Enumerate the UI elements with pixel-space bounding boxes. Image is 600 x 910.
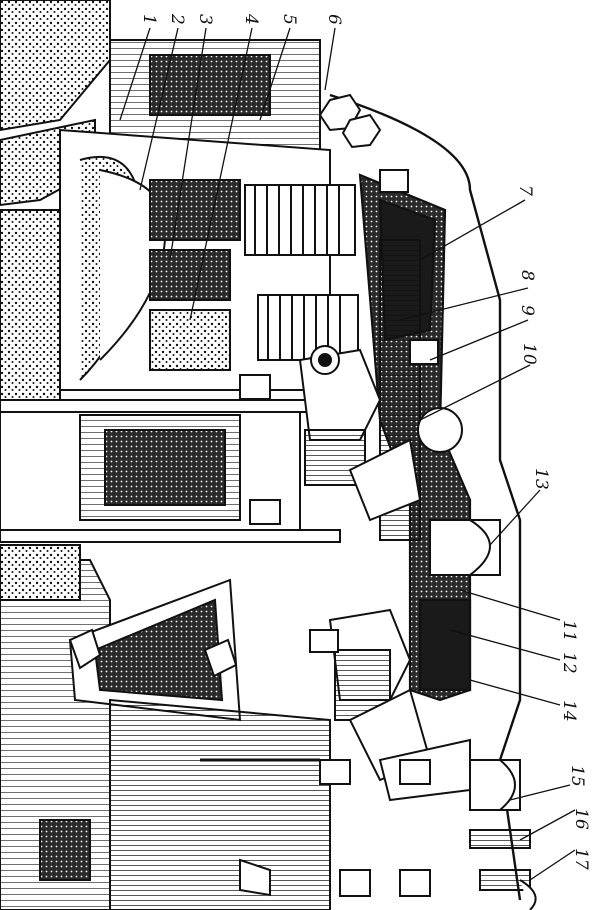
leader-5 — [259, 27, 291, 121]
leader-9 — [429, 319, 529, 361]
pushrods — [0, 239, 421, 543]
leader-lines — [119, 27, 576, 881]
callout-16: 16 — [571, 808, 591, 830]
callout-2: 2 — [167, 13, 187, 25]
callout-9: 9 — [517, 305, 537, 316]
callout-14: 14 — [559, 700, 579, 722]
callout-11: 11 — [559, 620, 579, 642]
leader-8 — [399, 287, 529, 321]
rocker-assembly-upper — [298, 345, 463, 522]
callout-7: 7 — [515, 185, 535, 196]
callout-8: 8 — [517, 270, 537, 281]
engine-block — [0, 0, 331, 910]
callout-10: 10 — [519, 343, 539, 365]
callout-13: 13 — [531, 468, 551, 490]
callout-12: 12 — [559, 652, 579, 674]
leader-6 — [324, 27, 336, 91]
callout-17: 17 — [571, 848, 591, 870]
leader-1 — [119, 27, 151, 121]
leader-3 — [169, 27, 207, 261]
leader-16 — [519, 809, 576, 841]
leader-13 — [489, 489, 541, 546]
callout-5: 5 — [279, 14, 299, 25]
bolts — [68, 93, 537, 910]
leader-4 — [189, 27, 253, 321]
leader-12 — [449, 629, 561, 661]
callout-6: 6 — [324, 14, 344, 25]
callout-1: 1 — [139, 14, 159, 25]
leader-11 — [459, 589, 561, 621]
callout-4: 4 — [241, 13, 261, 25]
leader-14 — [469, 679, 561, 706]
leader-2 — [139, 27, 179, 191]
leader-17 — [529, 849, 576, 881]
leader-10 — [419, 364, 531, 421]
leader-7 — [419, 199, 526, 261]
upper-valve-springs — [244, 184, 359, 361]
callout-15: 15 — [567, 765, 587, 787]
leader-15 — [509, 784, 571, 801]
callout-3: 3 — [195, 14, 215, 25]
callout-labels: 1 2 3 4 5 6 7 8 9 10 13 11 12 14 15 16 1… — [139, 13, 591, 870]
